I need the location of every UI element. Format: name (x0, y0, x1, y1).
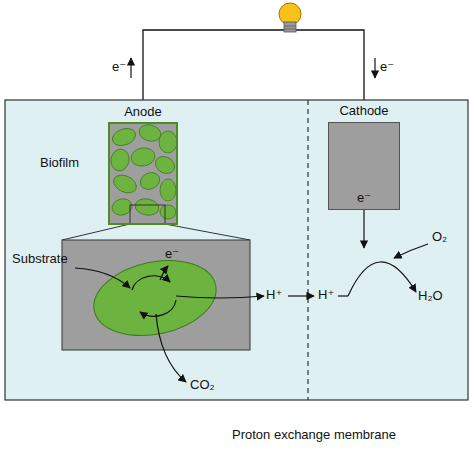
anode-fill (108, 122, 178, 225)
zoom-line (62, 224, 130, 240)
cathode-electrode: Cathodee⁻ (328, 122, 400, 210)
light-bulb (279, 3, 301, 32)
substrate-label: Substrate (12, 252, 68, 266)
electrode-heading: Anode (124, 105, 162, 119)
electron-arrow (130, 58, 131, 78)
membrane-label: Proton exchange membrane (232, 428, 396, 442)
electron-label: e⁻ (380, 60, 394, 74)
zoom-region (130, 205, 165, 224)
electron-label: e⁻ (357, 191, 371, 205)
proton-label: H⁺ (266, 288, 282, 302)
zoom-line (165, 224, 250, 240)
metabolic-cycle (75, 266, 314, 382)
chamber (5, 100, 468, 400)
oxygen-label: O₂ (432, 230, 447, 244)
biofilm-label: Biofilm (40, 156, 79, 170)
electron-label: e⁻ (112, 60, 126, 74)
zoom-box (62, 240, 250, 350)
cathode-reaction (338, 210, 428, 296)
electron-label: e⁻ (165, 247, 179, 261)
anode-electrode: Anode (108, 122, 178, 225)
water-label: H₂O (418, 289, 443, 303)
co2-label: CO₂ (190, 378, 215, 392)
membrane-line (307, 100, 308, 400)
proton-label: H⁺ (318, 288, 334, 302)
electron-arrow (374, 58, 375, 78)
electrode-heading: Cathode (339, 104, 388, 118)
